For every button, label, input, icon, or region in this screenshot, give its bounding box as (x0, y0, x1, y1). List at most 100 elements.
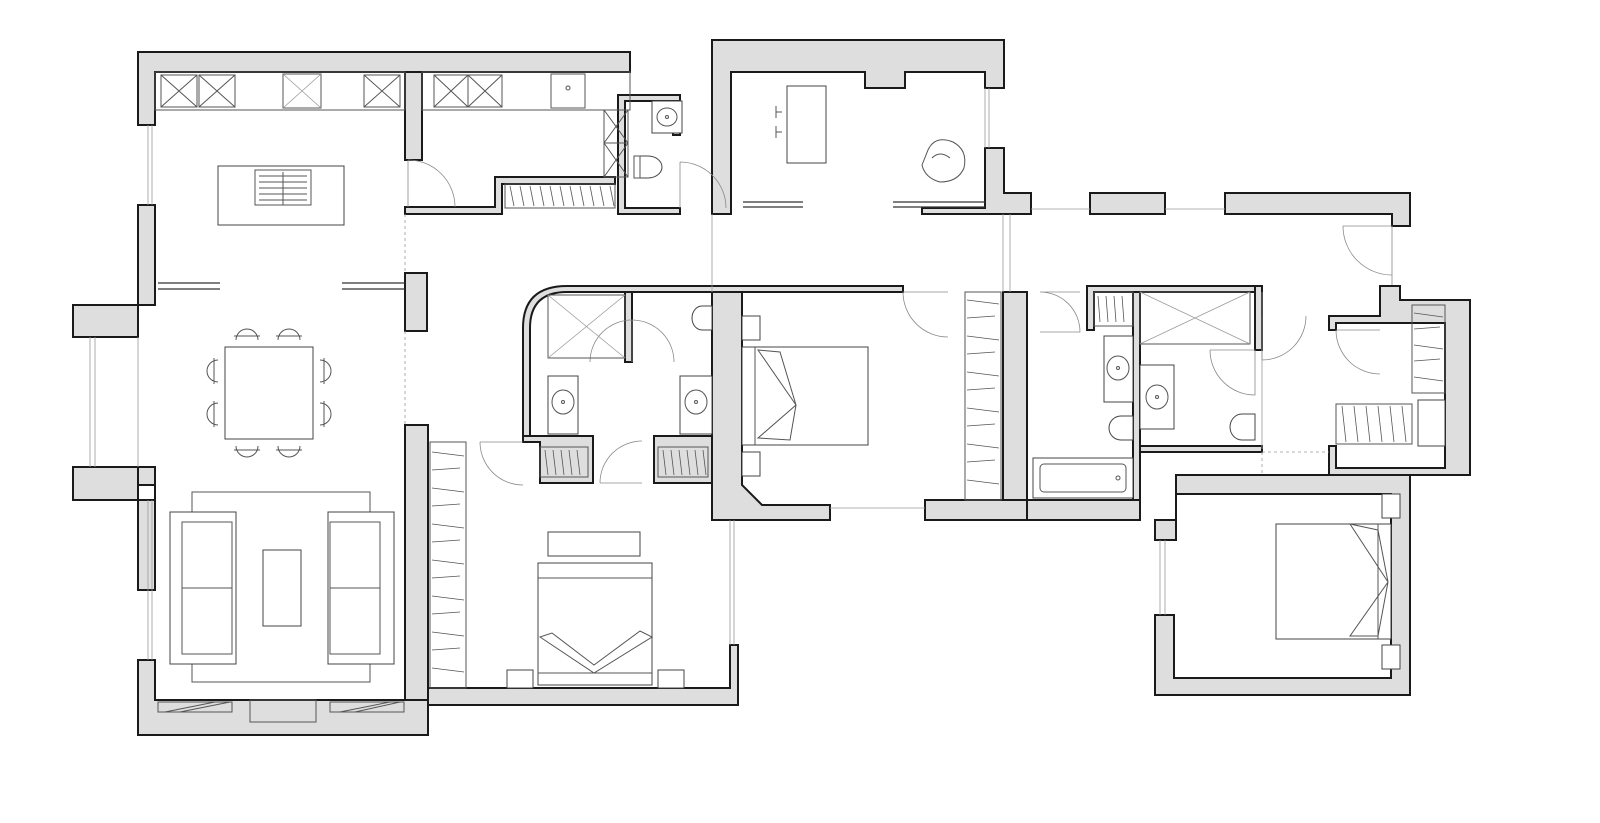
ensuite-1 (539, 294, 713, 478)
doors (407, 159, 1393, 486)
ensuite-2 (1139, 291, 1256, 441)
door-ensuite1-c (599, 440, 643, 484)
cooktop-lines (259, 172, 307, 205)
guest-wc (633, 100, 683, 179)
study-chair (775, 106, 782, 138)
nightstand-3b (1381, 644, 1401, 670)
study (743, 85, 985, 208)
door-ensuite2 (1209, 349, 1256, 396)
bedroom-2 (429, 441, 685, 689)
ensuite-2-toilet (1229, 413, 1256, 441)
vanity-1a (547, 375, 579, 435)
bathroom (1032, 291, 1134, 499)
wall-bath-south (1026, 499, 1141, 521)
coffee-table (262, 549, 302, 627)
kitchen-counter-2 (421, 71, 631, 111)
sliding-partition-left (158, 282, 220, 290)
wall-north-east-1 (1089, 192, 1166, 215)
wall-ensuite2 (1139, 445, 1263, 453)
wall-living-southwest (137, 659, 429, 736)
kitchen-sink (282, 73, 322, 109)
nightstand-2b (657, 669, 685, 689)
wall-kitchen-divider (404, 71, 423, 161)
door-closet-2 (1335, 329, 1381, 375)
door-bedroom1 (902, 291, 949, 338)
sliding-partition-right (342, 282, 405, 290)
wall-bedroom3 (1154, 474, 1411, 696)
kitchen-sink-2 (550, 73, 586, 109)
wall-bath-mid (1132, 291, 1141, 521)
bedroom-1 (741, 291, 1002, 501)
pantry-wardrobe (504, 183, 616, 209)
shower-1 (547, 294, 626, 359)
ensuite-2-vanity (1139, 364, 1175, 430)
wall-ensuite2-east (1254, 285, 1263, 351)
wall-closet (1328, 285, 1471, 476)
wall-bedroom1-east (1002, 291, 1028, 501)
wc-toilet (639, 155, 663, 179)
kitchen (154, 71, 631, 226)
kitchen-island (217, 165, 345, 226)
door-ensuite1-b (589, 319, 633, 363)
bed-bedroom-3 (1275, 523, 1392, 640)
sofa-right (327, 511, 395, 665)
wardrobe-bedroom-1 (964, 291, 1002, 501)
dining-chairs (206, 328, 332, 458)
wall-living-east-stub (404, 272, 428, 332)
door-closet (1261, 315, 1307, 361)
wall-living-northwest (72, 204, 156, 338)
shower-2 (1139, 291, 1251, 345)
armchair (921, 139, 966, 183)
nightstand-3a (1381, 493, 1401, 519)
window-study-east (984, 88, 990, 148)
wall-ensuite1-bottom (522, 435, 594, 484)
corridor-north (711, 214, 1011, 292)
toilet-1 (691, 305, 713, 331)
wall-ensuite1-bottom-right (653, 435, 713, 484)
nightstand-1b (741, 451, 761, 477)
living-dining (157, 282, 405, 723)
wall-ensuite1-inner (624, 291, 633, 363)
walk-in-closet (1335, 304, 1446, 447)
kitchen-counter (154, 71, 406, 111)
window-seats (157, 699, 405, 723)
wall-study-east (921, 147, 1032, 215)
window-living-west (147, 125, 153, 205)
study-sliding-doors (743, 201, 985, 208)
wall-corridor-west (404, 424, 429, 701)
bed-bedroom-1 (741, 346, 869, 446)
bath-toilet (1108, 415, 1134, 441)
nightstand-2a (506, 669, 534, 689)
corridor-east (1261, 446, 1329, 475)
wardrobe-bedroom-2 (429, 441, 467, 689)
wall-study (711, 39, 1005, 215)
door-ensuite1-a (631, 319, 675, 363)
window-bedroom2-east (729, 520, 735, 645)
bed-bedroom-2 (537, 562, 654, 686)
window-bedroom3-west (1159, 540, 1166, 615)
study-desk (786, 85, 827, 164)
ensuite-1-wardrobes (539, 446, 709, 478)
wall-bay-lower (72, 466, 156, 591)
windows (89, 88, 1225, 660)
nightstand-1a (741, 315, 761, 341)
dining-table (224, 346, 314, 440)
vanity-1b (679, 375, 713, 435)
wall-wc (617, 94, 681, 215)
door-pantry (407, 159, 456, 208)
bath-storage (1093, 291, 1134, 327)
wall-bedroom2-south (427, 644, 739, 706)
window-living-lower (147, 500, 153, 660)
cabinet-crosses (160, 74, 503, 108)
bedroom-3 (1275, 493, 1401, 670)
wall-north-east-2 (1224, 192, 1411, 227)
window-bay (89, 337, 139, 467)
door-wc (679, 161, 727, 209)
wall-living-west (137, 51, 631, 126)
bench-bedroom-2 (547, 531, 641, 557)
door-entrance (1342, 225, 1393, 285)
door-bedroom2 (479, 441, 524, 486)
sofa-left (169, 511, 237, 665)
door-bathroom (1039, 291, 1081, 333)
